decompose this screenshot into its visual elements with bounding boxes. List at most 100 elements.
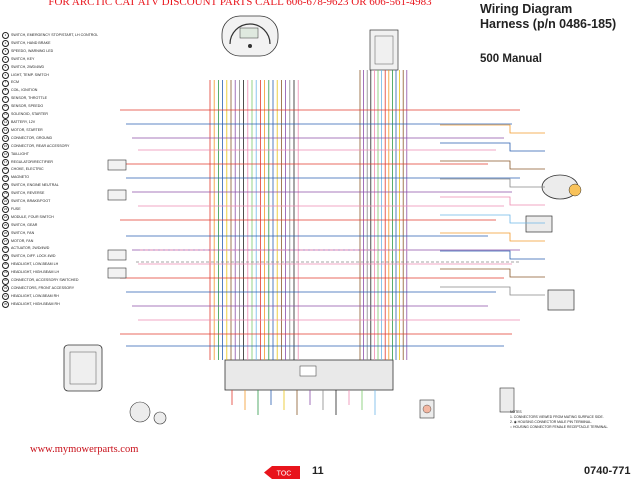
legend-number: 28: [2, 245, 9, 253]
notes-block: NOTES 1. CONNECTORS VIEWED FROM MATING S…: [510, 410, 630, 430]
legend-number: 1: [2, 32, 9, 40]
wire: [440, 214, 545, 224]
battery-icon: [525, 215, 553, 233]
notes-heading: NOTES: [510, 410, 522, 414]
wire: [440, 250, 545, 260]
ecm-module-icon: [369, 29, 399, 71]
legend-text: SENSOR, SPEEDO: [11, 104, 44, 109]
legend-number: 27: [2, 238, 9, 246]
legend-number: 18: [2, 166, 9, 174]
connector-icon: [107, 249, 127, 261]
legend-text: MAGNETO: [11, 175, 30, 180]
toc-label: TOC: [277, 471, 292, 478]
legend-number: 24: [2, 214, 9, 222]
legend-number: 5: [2, 64, 9, 72]
legend-text: ACTUATOR, 2WD/4WD: [11, 246, 50, 251]
toc-arrow-icon[interactable]: TOC: [264, 466, 300, 479]
legend-number: 8: [2, 87, 9, 95]
page-number: 11: [312, 465, 324, 477]
legend-text: FUSE: [11, 206, 21, 211]
legend-number: 29: [2, 253, 9, 261]
legend-number: 2: [2, 40, 9, 48]
legend-number: 16: [2, 151, 9, 159]
website-url[interactable]: www.mymowerparts.com: [30, 444, 139, 455]
legend-number: 9: [2, 95, 9, 103]
legend-number: 14: [2, 135, 9, 143]
wire: [440, 286, 545, 296]
legend-text: SOLENOID, STARTER: [11, 112, 49, 117]
legend-text: SPEEDO, WARNING LED: [11, 48, 54, 53]
legend-number: 30: [2, 261, 9, 269]
switch-assembly-icon: [129, 401, 167, 425]
legend-number: 13: [2, 127, 9, 135]
legend-number: 19: [2, 174, 9, 182]
taillight-icon: [419, 399, 435, 419]
legend-text: SWITCH, BRAKE/FOOT: [11, 199, 51, 204]
wire: [440, 160, 545, 170]
connector-icon: [107, 159, 127, 171]
legend-text: SWITCH, DIFF. LOCK 4WD: [11, 254, 56, 259]
legend-text: SWITCH, KEY: [11, 56, 35, 61]
title-block: Wiring Diagram Harness (p/n 0486-185) 50…: [480, 2, 616, 65]
legend-text: CONNECTORS, FRONT ACCESSORY: [11, 286, 75, 290]
legend-text: SWITCH, GEAR: [11, 222, 38, 227]
legend-text: SWITCH, FAN: [11, 230, 35, 235]
title-line-2: Harness (p/n 0486-185): [480, 17, 617, 31]
legend-text: HEADLIGHT, HIGH-BEAM RH: [11, 301, 60, 306]
legend-number: 3: [2, 48, 9, 56]
legend-text: REGULATOR/RECTIFIER: [11, 159, 53, 164]
legend-number: 25: [2, 222, 9, 230]
wire: [440, 232, 545, 242]
note-1: 1. CONNECTORS VIEWED FROM MATING SURFACE…: [510, 415, 604, 419]
wire: [440, 178, 545, 188]
legend-text: SWITCH, ENGINE NEUTRAL: [11, 183, 59, 188]
magneto-icon: [541, 174, 582, 200]
legend-number: 6: [2, 71, 9, 79]
legend-text: BATTERY, 12V: [11, 119, 36, 124]
document-number: 0740-771: [584, 465, 631, 477]
legend-text: SENSOR, THROTTLE: [11, 96, 48, 101]
legend-number: 7: [2, 79, 9, 87]
wire-bundle: [107, 70, 545, 415]
legend-number: 11: [2, 111, 9, 119]
legend-text: ECM: [11, 80, 19, 85]
title-line-3: 500 Manual: [480, 53, 542, 65]
legend-number: 15: [2, 143, 9, 151]
title-line-1: Wiring Diagram: [480, 2, 573, 16]
legend-number: 23: [2, 206, 9, 214]
legend-number: 34: [2, 293, 9, 301]
wire: [440, 124, 545, 134]
legend-number: 26: [2, 230, 9, 238]
regulator-icon: [547, 289, 575, 311]
legend-text: COIL, IGNITION: [11, 88, 38, 93]
legend-number: 35: [2, 301, 9, 309]
legend-text: HEADLIGHT, LOW-BEAM RH: [11, 293, 59, 298]
note-3: ○ HOUSING CONNECTOR FEMALE RECEPTACLE TE…: [510, 425, 609, 429]
legend-number: 12: [2, 119, 9, 127]
